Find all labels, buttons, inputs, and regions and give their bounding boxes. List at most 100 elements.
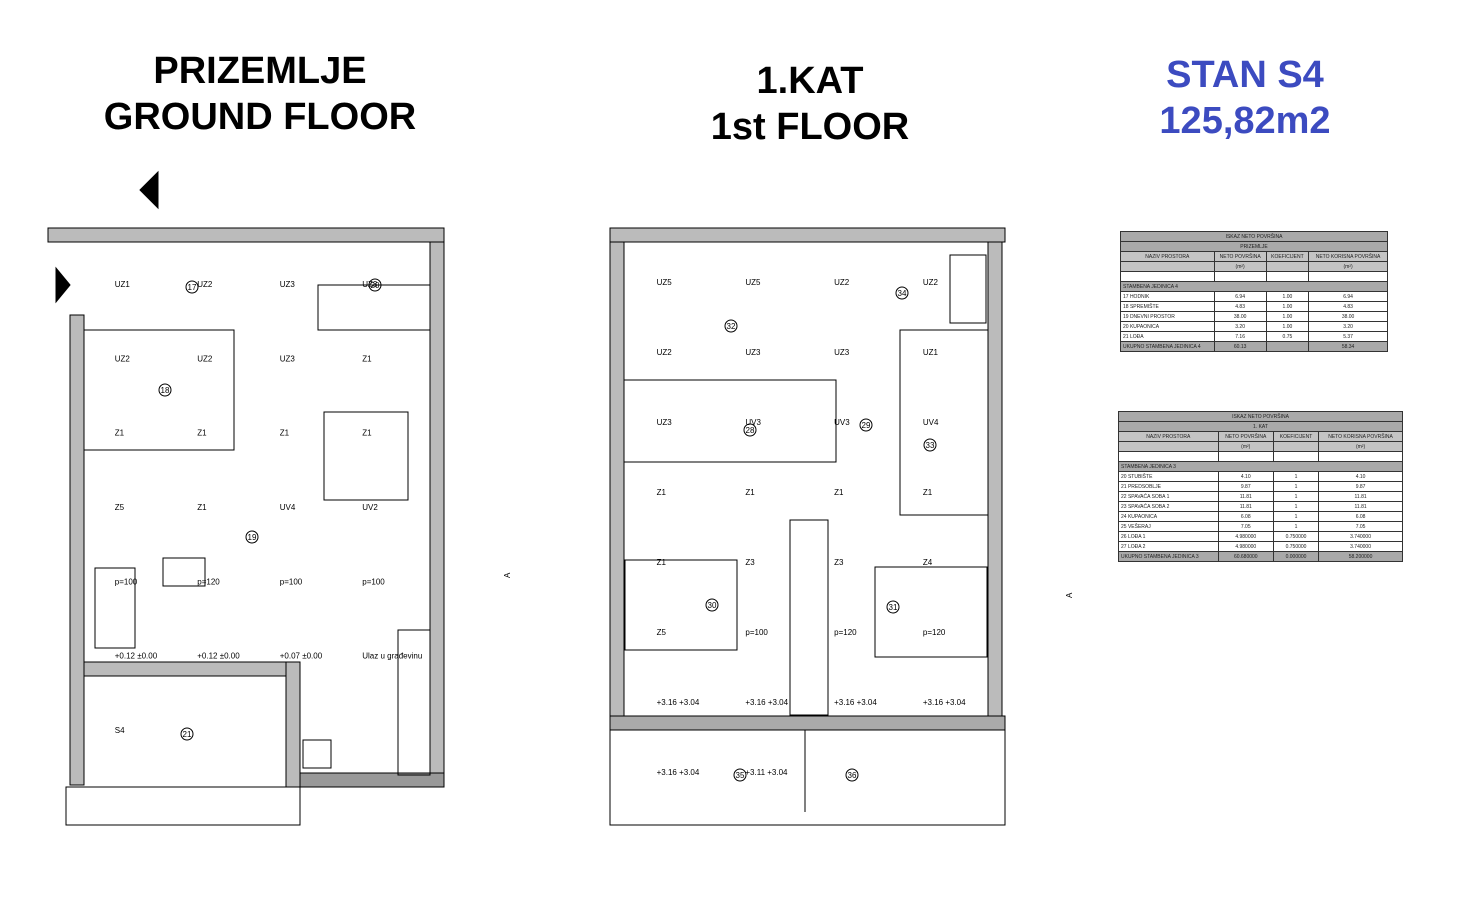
table-cell: 11.81 — [1217, 501, 1274, 512]
plan-annotation: +0.12 ±0.00 — [197, 652, 240, 661]
room-number: 36 — [848, 771, 857, 780]
table-cell: 7.05 — [1217, 521, 1274, 532]
plan-annotation: +3.16 +3.04 — [657, 698, 700, 707]
room-number: 31 — [889, 603, 898, 612]
plan-annotation: +3.16 +3.04 — [657, 768, 700, 777]
table-cell: (m²) — [1308, 261, 1388, 272]
title-line: PRIZEMLJE — [153, 50, 367, 92]
table-cell: NETO POVRŠINA — [1217, 431, 1274, 442]
room-number: 33 — [926, 441, 935, 450]
table-cell: 3.740000 — [1318, 541, 1403, 552]
plan-annotation: UZ1 — [923, 348, 939, 357]
table-cell: 11.81 — [1217, 491, 1274, 502]
table-cell: 21 LOĐA — [1120, 331, 1215, 342]
table-cell: 3.740000 — [1318, 531, 1403, 542]
plan-annotation: p=120 — [197, 577, 220, 586]
plan-annotation: Z3 — [745, 558, 755, 567]
table-cell: 6.94 — [1213, 291, 1267, 302]
room-marker — [895, 286, 909, 300]
entrance-arrow-icon — [55, 266, 71, 304]
table-cell — [1265, 341, 1310, 352]
table-cell: 60.680000 — [1217, 551, 1274, 562]
room-number: 35 — [736, 771, 745, 780]
room-number: 20 — [371, 281, 380, 290]
table-cell: 0.75 — [1265, 331, 1310, 342]
bathroom — [899, 329, 989, 516]
table-cell: 11.81 — [1318, 501, 1403, 512]
table-title: ISKAZ NETO POVRŠINA — [1118, 411, 1403, 422]
plan-annotation: Z1 — [834, 488, 844, 497]
table-cell: 6.08 — [1318, 511, 1403, 522]
plan-annotation: S4 — [115, 726, 125, 735]
wall — [47, 227, 445, 243]
table-cell: 5.37 — [1308, 331, 1388, 342]
unit-name: STAN S4 — [1166, 54, 1324, 96]
wall — [429, 241, 445, 788]
room-number: 28 — [746, 426, 755, 435]
plan-annotation: UZ2 — [197, 354, 213, 363]
loggia-edge — [65, 786, 301, 826]
table-cell: 24 KUPAONICA — [1118, 511, 1219, 522]
table-cell: 20 KUPAONICA — [1120, 321, 1215, 332]
title-line: 1st FLOOR — [710, 106, 910, 148]
table-group: STAMBENA JEDINICA 4 — [1120, 281, 1388, 292]
table-cell: NAZIV PROSTORA — [1120, 251, 1215, 262]
plan-annotation: +0.07 ±0.00 — [280, 652, 323, 661]
dining-table — [323, 411, 409, 501]
table — [162, 557, 206, 587]
table-cell: NETO KORISNA POVRŠINA — [1318, 431, 1403, 442]
table-cell: 4.980000 — [1217, 541, 1274, 552]
table-cell: 1.00 — [1265, 321, 1310, 332]
section-mark: A — [1065, 592, 1074, 598]
table-cell: 60.13 — [1213, 341, 1267, 352]
room-marker — [185, 280, 199, 294]
plan-annotation: Z1 — [923, 488, 933, 497]
room-marker — [859, 418, 873, 432]
table-cell: 58.34 — [1308, 341, 1388, 352]
plan-annotation: UZ5 — [657, 278, 673, 287]
plan-annotation: Ulaz u građevinu — [362, 652, 422, 661]
plan-annotation: p=100 — [362, 577, 385, 586]
washer — [949, 254, 987, 324]
stairs — [83, 329, 235, 451]
plan-annotation: p=120 — [923, 628, 946, 637]
plan-annotation: Z5 — [115, 503, 125, 512]
plan-annotation: +0.12 ±0.00 — [115, 652, 158, 661]
kitchen-counter — [397, 629, 431, 776]
plan-annotation: UZ3 — [745, 348, 761, 357]
table-cell: 1 — [1272, 521, 1320, 532]
unit-area: 125,82m2 — [1159, 100, 1331, 142]
room-marker — [158, 383, 172, 397]
plan-annotation: UZ3 — [834, 348, 850, 357]
table-cell: 4.10 — [1318, 471, 1403, 482]
table-cell: 21 PREDSOBLJE — [1118, 481, 1219, 492]
room-number: 21 — [183, 730, 192, 739]
plan-annotation: Z1 — [657, 488, 667, 497]
room-marker — [705, 598, 719, 612]
room-marker — [845, 768, 859, 782]
cooktop — [302, 739, 332, 769]
table-cell: 27 LOĐA 2 — [1118, 541, 1219, 552]
table-cell: 22 SPAVAĆA SOBA 1 — [1118, 491, 1219, 502]
room-number: 29 — [862, 421, 871, 430]
wall — [285, 661, 301, 788]
table-cell: 7.16 — [1213, 331, 1267, 342]
table-cell: 1.00 — [1265, 311, 1310, 322]
plan-annotation: UV4 — [923, 418, 939, 427]
plan-annotation: UZ2 — [834, 278, 850, 287]
room-marker — [743, 423, 757, 437]
wall — [987, 241, 1003, 731]
title-line: 1.KAT — [756, 60, 864, 102]
table-cell: (m²) — [1217, 441, 1274, 452]
wall — [299, 772, 445, 788]
table-cell: 17 HODNIK — [1120, 291, 1215, 302]
room-number: 18 — [161, 386, 170, 395]
room-marker — [368, 278, 382, 292]
table-subtitle: 1. KAT — [1118, 421, 1403, 432]
table-cell: 0.000000 — [1272, 551, 1320, 562]
plan-annotation: UV2 — [362, 503, 378, 512]
